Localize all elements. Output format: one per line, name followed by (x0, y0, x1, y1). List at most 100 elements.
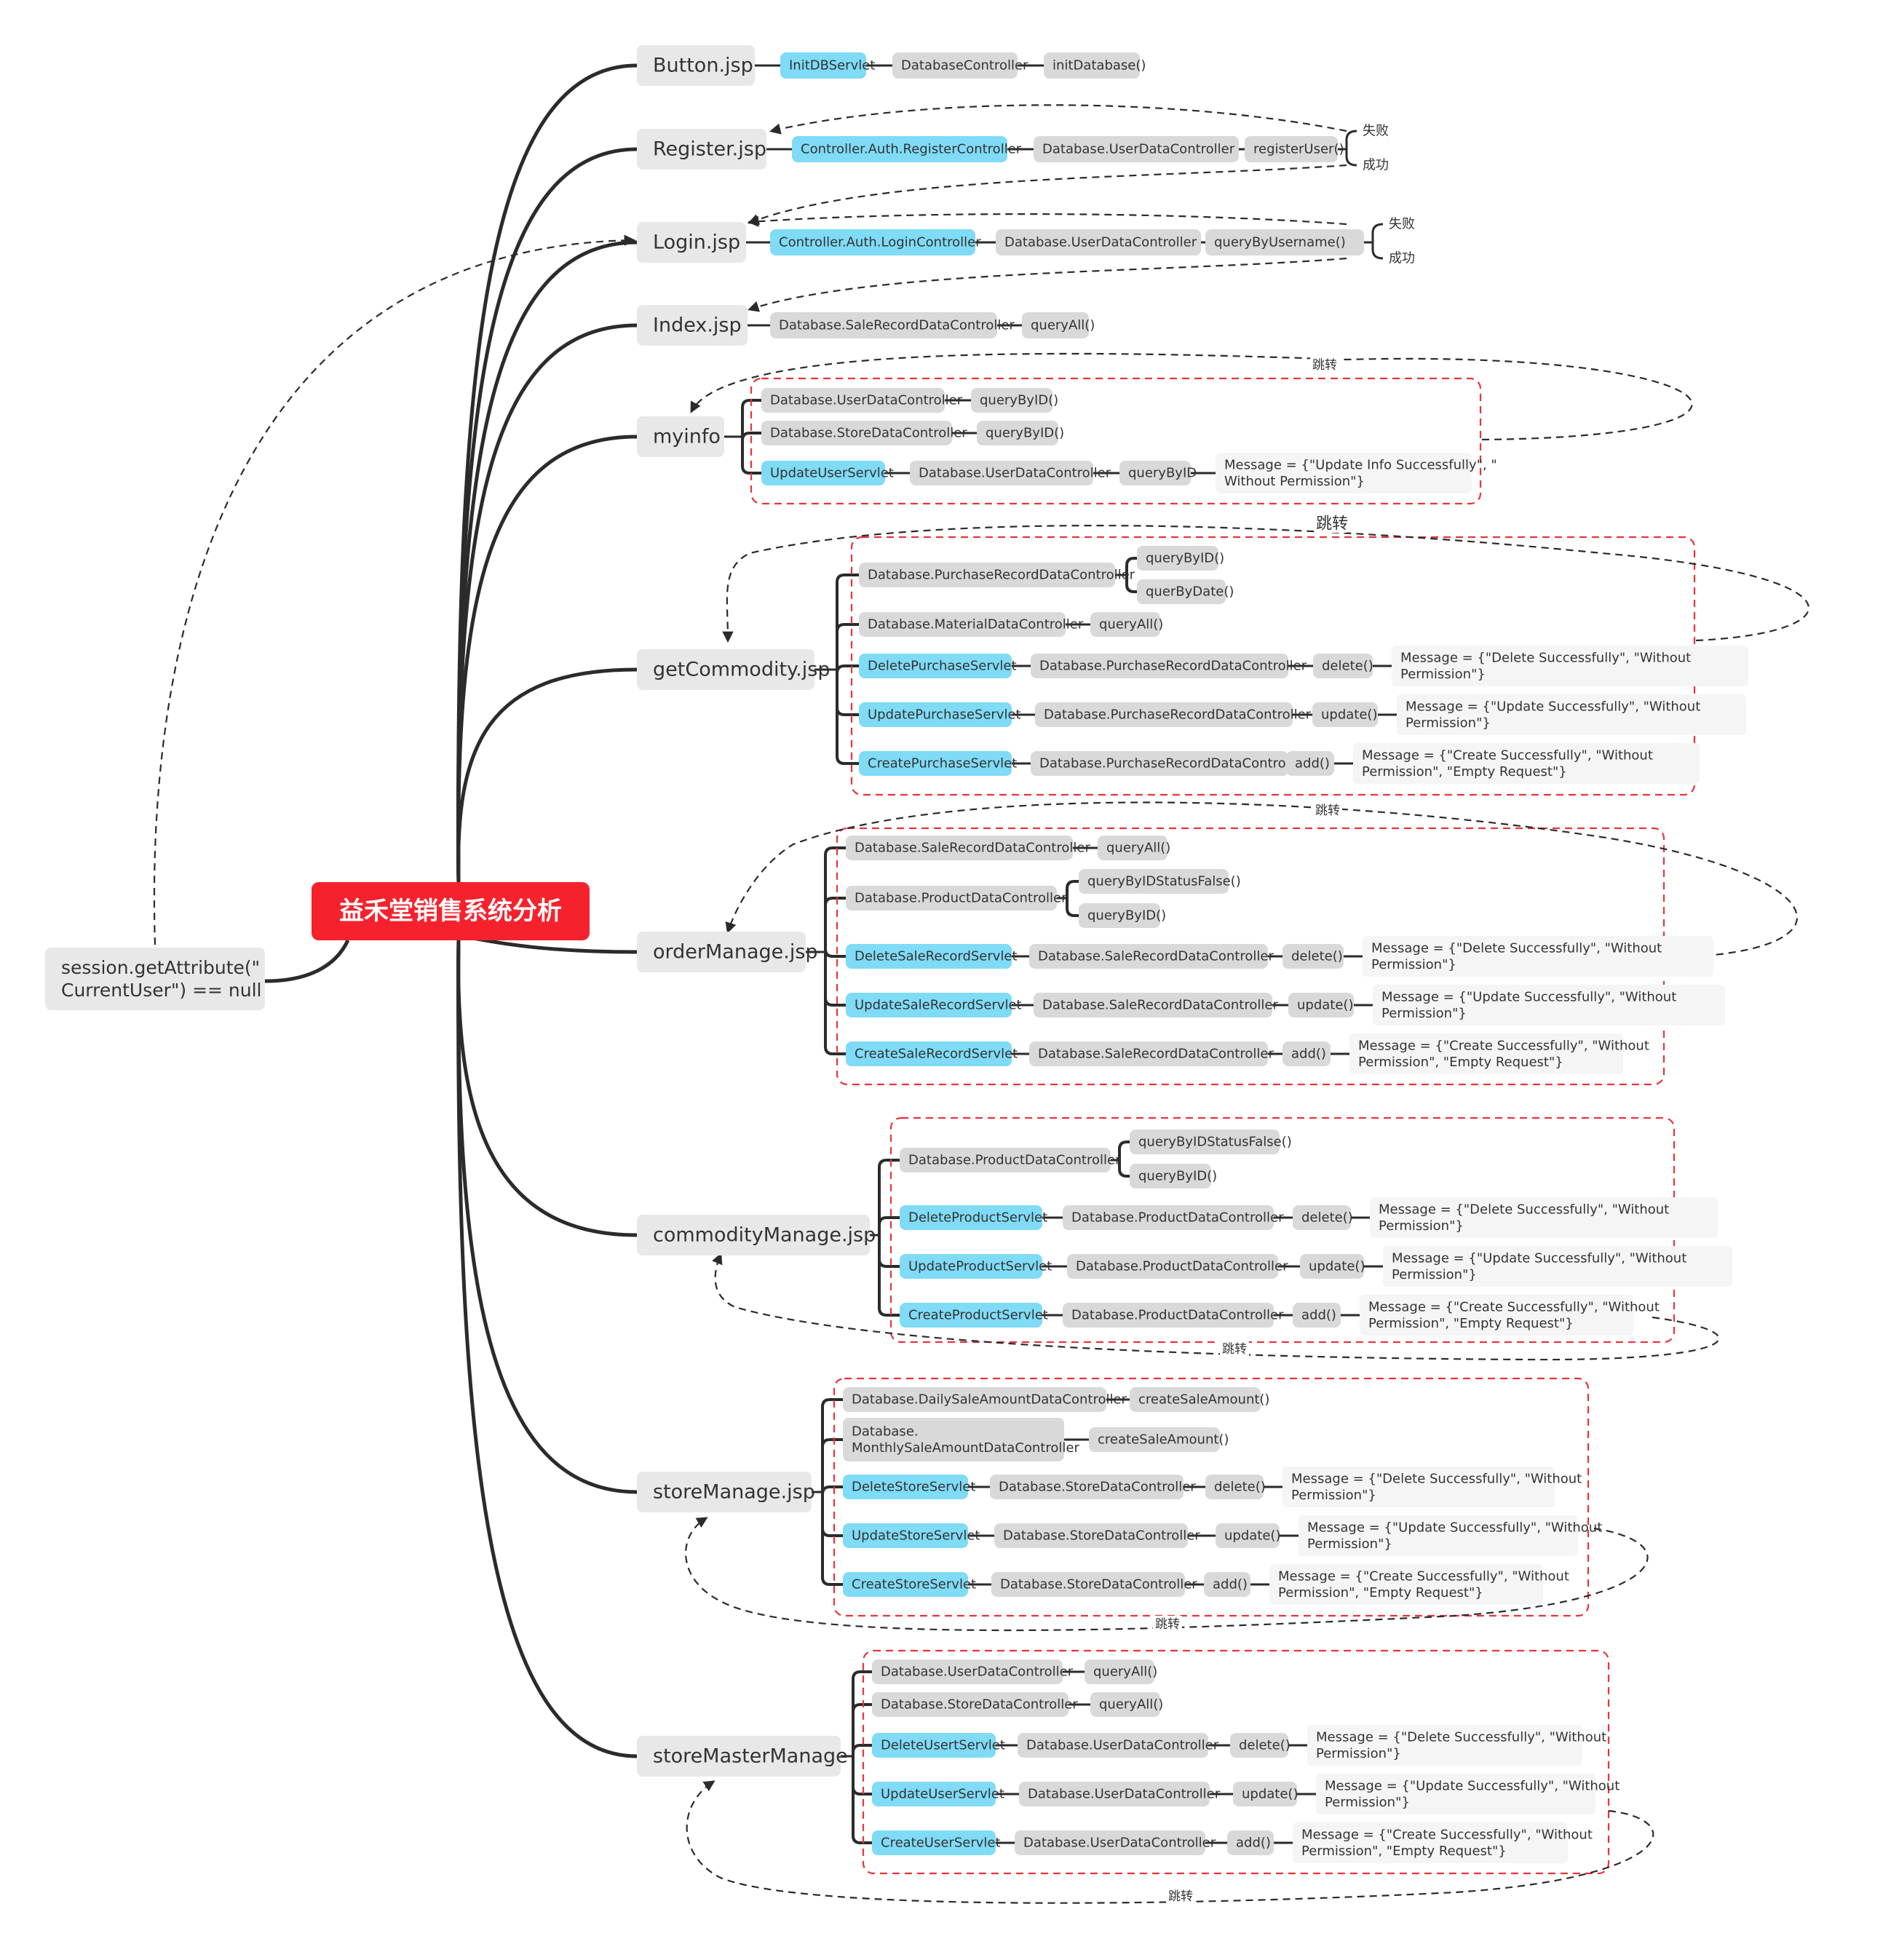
node-label: queryByID() (986, 426, 1064, 441)
group-myinfo (750, 377, 1482, 505)
node-label: Message = {"Delete Successfully", "Witho… (1291, 1471, 1582, 1486)
node-label: queryByID() (980, 393, 1058, 408)
node-user-2: Database.UserDataController (1015, 1830, 1216, 1855)
node-background (1397, 694, 1746, 735)
jump-session-to-login (153, 234, 636, 945)
node-label: queryByUsername() (1214, 235, 1346, 250)
servlet-updatestoreservlet[interactable]: UpdateStoreServlet (843, 1523, 980, 1548)
node-label: orderManage.jsp (653, 941, 818, 964)
node-user-1: Database.UserDataController (1019, 1782, 1221, 1806)
node-label: UpdatePurchaseServlet (868, 707, 1021, 723)
node-label: Database.UserDataController (1026, 1738, 1219, 1753)
node-background (637, 1736, 841, 1777)
page-ordermanage-jsp[interactable]: orderManage.jsp (637, 932, 818, 972)
page-getcommodity-jsp[interactable]: getCommodity.jsp (637, 649, 830, 690)
page-button-jsp[interactable]: Button.jsp (637, 45, 755, 86)
method-initdatabase: initDatabase() (1044, 52, 1146, 79)
node-label: Message = {"Create Successfully", "Witho… (1301, 1827, 1593, 1842)
method-update-purchase: update() (1312, 702, 1378, 727)
method-add-product: add() (1293, 1303, 1341, 1328)
page-login-jsp[interactable]: Login.jsp (637, 222, 746, 263)
servlet-initdbservlet[interactable]: InitDBServlet (780, 52, 875, 79)
node-userdatacontroller-register: Database.UserDataController (1034, 136, 1239, 162)
node-label: Message = {"Create Successfully", "Witho… (1362, 747, 1653, 763)
node-background (1079, 869, 1229, 894)
controller-login[interactable]: Controller.Auth.LoginController (770, 229, 981, 255)
jump-label: 跳转 (1315, 804, 1340, 818)
servlet-updatesalerecordservlet[interactable]: UpdateSaleRecordServlet (846, 993, 1022, 1017)
servlet-createproductservlet[interactable]: CreateProductServlet (900, 1303, 1048, 1328)
node-background (846, 1042, 1012, 1066)
page-storemastermanage[interactable]: storeMasterManage (637, 1736, 848, 1777)
node-label: CreatePurchaseServlet (868, 756, 1017, 771)
servlet-createuserservlet[interactable]: CreateUserServlet (872, 1830, 1001, 1855)
servlet-createpurchaseservlet[interactable]: CreatePurchaseServlet (859, 751, 1017, 776)
servlet-updateuserservlet-myinfo[interactable]: UpdateUserServlet (761, 461, 894, 485)
fork-branch (878, 1307, 900, 1317)
servlet-updatepurchaseservlet[interactable]: UpdatePurchaseServlet (859, 702, 1021, 727)
node-background (1119, 461, 1191, 485)
servlet-deletepurchaseservlet[interactable]: DeletePurchaseServlet (859, 654, 1017, 678)
node-label: Without Permission"} (1224, 474, 1365, 489)
servlet-deleteproductservlet[interactable]: DeleteProductServlet (900, 1205, 1047, 1230)
fork-branch (878, 1258, 900, 1268)
node-background (1067, 1254, 1278, 1279)
node-background (1383, 1246, 1732, 1287)
node-label: delete() (1301, 1210, 1353, 1226)
servlet-createsalerecordservlet[interactable]: CreateSaleRecordServlet (846, 1042, 1018, 1066)
node-background (892, 52, 1018, 79)
page-myinfo[interactable]: myinfo (637, 416, 724, 457)
servlet-deleteusertservlet[interactable]: DeleteUsertServlet (872, 1733, 1005, 1758)
node-background (637, 1215, 870, 1255)
method-add-store: add() (1204, 1572, 1250, 1597)
servlet-updateproductservlet[interactable]: UpdateProductServlet (900, 1254, 1052, 1279)
node-label: Database. (852, 1424, 919, 1439)
servlet-deletesalerecordservlet[interactable]: DeleteSaleRecordServlet (846, 944, 1018, 969)
fork-branch (821, 1528, 843, 1537)
trunk-connector (456, 940, 638, 1758)
node-materialdatacontroller: Database.MaterialDataController (859, 612, 1084, 637)
node-label: UpdateSaleRecordServlet (855, 998, 1022, 1013)
node-label: delete() (1214, 1480, 1266, 1495)
fork-branch (852, 1786, 872, 1796)
node-background (843, 1523, 968, 1548)
node-monthlysaleamountdatacontroller: Database.MonthlySaleAmountDataController (843, 1418, 1079, 1461)
node-salerecord-2: Database.SaleRecordDataController (1029, 1042, 1274, 1066)
node-label: DeleteUsertServlet (881, 1738, 1005, 1753)
jump-label: 跳转 (1155, 1617, 1180, 1632)
node-label: Database.MaterialDataController (868, 617, 1084, 632)
page-register-jsp[interactable]: Register.jsp (637, 129, 766, 170)
page-commoditymanage-jsp[interactable]: commodityManage.jsp (637, 1215, 876, 1255)
node-label: update() (1224, 1528, 1280, 1544)
node-background (1015, 1830, 1205, 1855)
node-label: queryAll() (1093, 1665, 1157, 1680)
jump-label: 跳转 (1312, 358, 1337, 373)
group-ordermanage (836, 827, 1665, 1086)
node-background (1205, 1475, 1264, 1499)
controller-register[interactable]: Controller.Auth.RegisterController (792, 136, 1022, 162)
node-label: UpdateUserServlet (881, 1787, 1004, 1802)
fork-branch (878, 1216, 900, 1226)
fork-branch (824, 897, 846, 906)
method-querybyidstatusfalse-order: queryByIDStatusFalse() (1079, 869, 1241, 894)
jump-fail-to-login (747, 213, 1347, 227)
node-background (1090, 1692, 1160, 1717)
message-user-0: Message = {"Delete Successfully", "Witho… (1307, 1725, 1606, 1766)
node-label: Database.UserDataController (1023, 1836, 1216, 1851)
node-label: delete() (1291, 949, 1343, 964)
jump-label: 跳转 (1222, 1342, 1247, 1357)
node-background (45, 948, 265, 1010)
fork-branch (741, 399, 761, 408)
message-sale-0: Message = {"Delete Successfully", "Witho… (1363, 936, 1713, 977)
servlet-createstoreservlet[interactable]: CreateStoreServlet (843, 1572, 976, 1597)
node-label: add() (1301, 1308, 1336, 1323)
servlet-deletestoreservlet[interactable]: DeleteStoreServlet (843, 1475, 975, 1499)
page-storemanage-jsp[interactable]: storeManage.jsp (637, 1472, 815, 1512)
page-index-jsp[interactable]: Index.jsp (637, 305, 748, 346)
node-background (900, 1205, 1042, 1230)
node-background (859, 612, 1066, 637)
jump-success-to-login (748, 164, 1347, 225)
servlet-updateuserservlet[interactable]: UpdateUserServlet (872, 1782, 1004, 1806)
result-fail-label: 失败 (1389, 217, 1415, 232)
node-background (872, 1659, 1063, 1684)
